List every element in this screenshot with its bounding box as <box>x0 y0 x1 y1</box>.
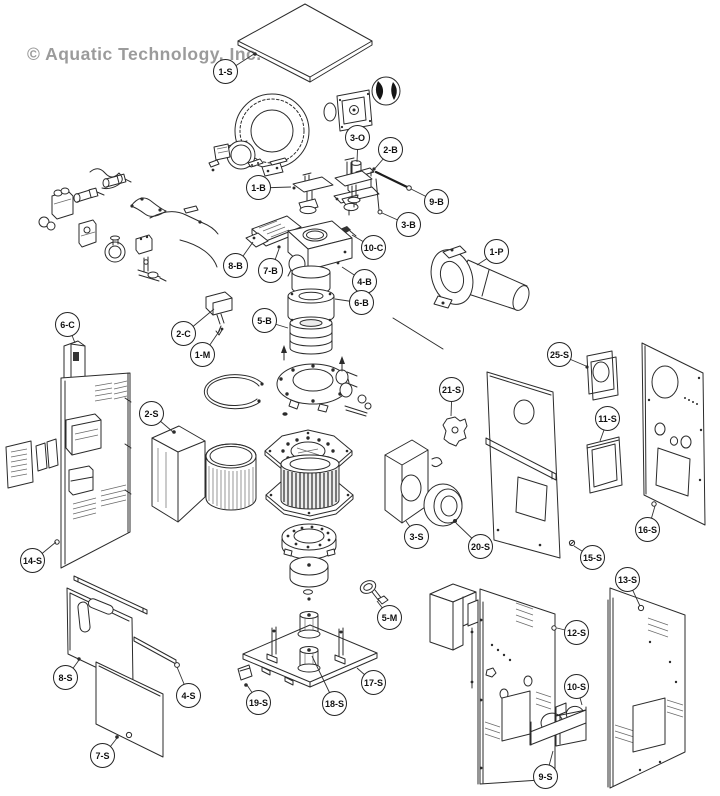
callout-3-S: 3-S <box>404 524 429 549</box>
part-vent-plate-25S <box>585 350 619 401</box>
part-pump-1P <box>430 245 530 311</box>
part-pilot-assembly-right <box>334 157 373 208</box>
callout-3-B: 3-B <box>396 212 421 237</box>
part-base-plate-17S <box>242 611 378 688</box>
watermark: © Aquatic Technology, Inc. <box>27 44 262 64</box>
callout-20-S: 20-S <box>468 534 493 559</box>
callout-9-B: 9-B <box>424 189 449 214</box>
part-filter-frame-11S <box>586 436 623 494</box>
callout-7-B: 7-B <box>258 258 283 283</box>
part-gasket-21S <box>442 416 468 447</box>
part-thermocouple-9B <box>372 167 412 191</box>
callout-9-S: 9-S <box>533 764 558 789</box>
part-rail-4S <box>133 636 180 668</box>
callout-25-S: 25-S <box>547 342 572 367</box>
part-wiring-harness <box>38 157 288 282</box>
part-top-panel-1S <box>237 3 373 83</box>
callout-17-S: 17-S <box>361 670 386 695</box>
callout-10-C: 10-C <box>361 235 386 260</box>
part-burner-tray-8B <box>245 215 302 249</box>
part-pilot-assembly-1B <box>292 172 334 215</box>
part-rear-panel-12S <box>467 588 557 785</box>
callout-5-B: 5-B <box>252 308 277 333</box>
callout-1-P: 1-P <box>484 239 509 264</box>
callout-6-B: 6-B <box>349 290 374 315</box>
part-rail-top <box>73 575 148 615</box>
part-flue-duct-2S <box>151 425 206 523</box>
callout-8-B: 8-B <box>223 253 248 278</box>
part-venturi-stack-5B-6B <box>287 265 335 355</box>
callout-12-S: 12-S <box>564 620 589 645</box>
part-deflector-9S <box>529 705 587 746</box>
callout-10-S: 10-S <box>564 674 589 699</box>
callout-2-S: 2-S <box>139 401 164 426</box>
part-rod <box>392 317 444 350</box>
part-finned-heat-exchanger <box>280 454 340 510</box>
part-duct-3S <box>384 439 443 524</box>
callout-3-O: 3-O <box>345 125 370 150</box>
part-left-panel-14S <box>5 372 132 569</box>
callout-21-S: 21-S <box>439 377 464 402</box>
part-right-panel-16S <box>641 342 706 526</box>
part-inner-panel <box>485 371 561 559</box>
callout-7-S: 7-S <box>90 743 115 768</box>
part-screw-15S <box>568 539 576 547</box>
part-blower-adapter-ring <box>276 363 372 417</box>
assembly-arrows <box>281 345 345 416</box>
part-back-panel-13S <box>607 587 686 789</box>
part-retaining-ring <box>203 374 264 410</box>
callout-18-S: 18-S <box>322 691 347 716</box>
callout-13-S: 13-S <box>615 567 640 592</box>
callout-2-B: 2-B <box>378 137 403 162</box>
callout-19-S: 19-S <box>246 690 271 715</box>
part-mixer-housing-4B <box>287 220 353 277</box>
part-knob-5M <box>359 580 389 605</box>
callout-1-B: 1-B <box>246 175 271 200</box>
callout-14-S: 14-S <box>20 548 45 573</box>
part-pilot-tube-3B <box>375 178 383 215</box>
callout-6-C: 6-C <box>55 312 80 337</box>
part-heat-exchanger-mesh <box>205 443 257 511</box>
callout-5-M: 5-M <box>377 605 402 630</box>
callout-1-S: 1-S <box>213 59 238 84</box>
part-blower-assembly <box>213 76 401 177</box>
callout-2-C: 2-C <box>171 321 196 346</box>
callout-8-S: 8-S <box>53 665 78 690</box>
callout-15-S: 15-S <box>580 545 605 570</box>
callout-16-S: 16-S <box>635 517 660 542</box>
part-clip-19S <box>237 664 253 687</box>
callout-11-S: 11-S <box>595 406 620 431</box>
part-collar-20S <box>423 483 463 527</box>
callout-4-S: 4-S <box>176 683 201 708</box>
callout-1-M: 1-M <box>190 342 215 367</box>
part-igniter-2C <box>205 291 233 336</box>
part-burner-ring <box>281 523 337 601</box>
part-front-panel-7S <box>95 661 164 758</box>
